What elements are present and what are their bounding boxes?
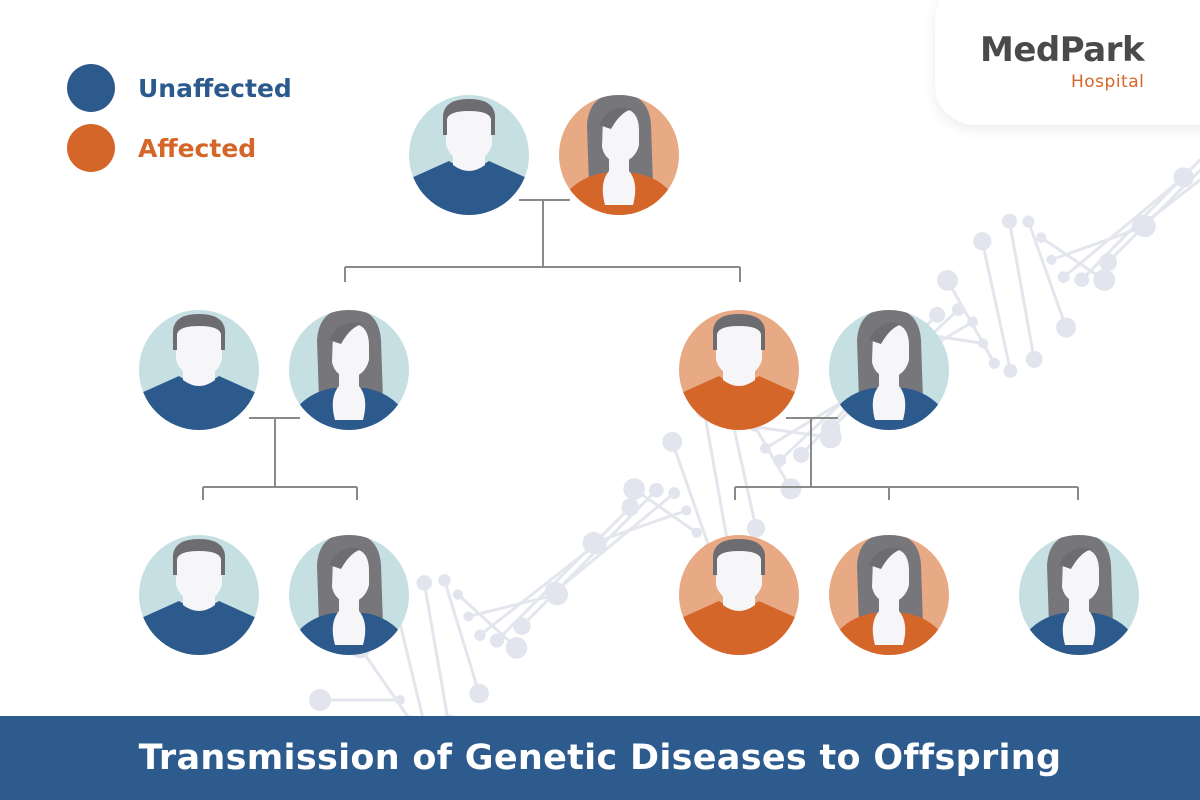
dna-rung xyxy=(1141,178,1200,227)
dna-node xyxy=(662,431,683,452)
dna-node xyxy=(544,581,565,602)
dna-node xyxy=(1003,364,1018,378)
male-unaffected-person-icon xyxy=(139,535,259,655)
dna-node xyxy=(623,478,646,500)
dna-rung xyxy=(553,491,676,593)
dna-rung xyxy=(456,593,518,650)
dna-node xyxy=(1057,271,1070,283)
dna-node xyxy=(513,617,531,635)
dna-node xyxy=(582,531,605,554)
dna-rung xyxy=(1040,236,1106,282)
dna-rung xyxy=(1007,220,1036,360)
dna-node xyxy=(681,505,692,516)
dna-rung xyxy=(1062,176,1185,279)
dna-rung xyxy=(443,579,481,695)
dna-node xyxy=(793,446,810,463)
dna-node xyxy=(821,419,841,439)
female-affected-person-icon xyxy=(829,535,949,655)
dna-node xyxy=(1131,214,1153,236)
dna-node xyxy=(309,689,331,711)
female-unaffected-person-icon xyxy=(1019,535,1139,655)
dna-rung xyxy=(1027,221,1068,329)
dna-node xyxy=(760,443,771,454)
female-affected-person-icon xyxy=(559,95,679,215)
dna-node xyxy=(505,637,528,659)
dna-node xyxy=(1036,232,1047,243)
dna-node xyxy=(649,482,664,498)
dna-node xyxy=(452,589,464,600)
dna-node xyxy=(469,683,489,704)
male-unaffected-person-icon xyxy=(139,310,259,430)
male-affected-person-icon xyxy=(679,310,799,430)
female-unaffected-person-icon xyxy=(289,535,409,655)
dna-node xyxy=(937,269,958,291)
dna-rung xyxy=(633,487,698,534)
logo-card xyxy=(935,0,1200,125)
female-unaffected-person-icon xyxy=(289,310,409,430)
dna-node xyxy=(474,629,486,641)
dna-node xyxy=(773,454,787,467)
dna-rung xyxy=(358,646,413,722)
dna-node xyxy=(780,478,802,500)
dna-rung xyxy=(467,592,558,618)
dna-node xyxy=(1074,272,1090,288)
dna-node xyxy=(1025,350,1043,368)
banner-title: Transmission of Genetic Diseases to Offs… xyxy=(138,738,1062,778)
dna-rung xyxy=(670,441,711,550)
dna-node xyxy=(1022,215,1035,228)
title-banner: Transmission of Genetic Diseases to Offs… xyxy=(0,716,1200,800)
dna-rung xyxy=(1106,168,1200,264)
dna-node xyxy=(489,633,505,648)
dna-node xyxy=(973,232,992,251)
dna-rung xyxy=(520,489,658,628)
female-unaffected-person-icon xyxy=(829,310,949,430)
dna-rung xyxy=(422,582,450,723)
dna-node xyxy=(1046,254,1057,265)
legend-unaffected-label: Unaffected xyxy=(138,73,292,103)
dna-node xyxy=(929,306,946,323)
dna-node xyxy=(746,519,766,538)
dna-rung xyxy=(702,409,731,549)
dna-node xyxy=(691,527,702,538)
dna-node xyxy=(438,574,451,587)
legend-unaffected-swatch xyxy=(67,64,115,112)
dna-node xyxy=(1093,269,1116,291)
dna-node xyxy=(1099,253,1117,272)
legend-affected-swatch xyxy=(67,124,115,172)
dna-node xyxy=(416,575,433,591)
male-affected-person-icon xyxy=(679,535,799,655)
legend-affected: Affected xyxy=(67,124,256,172)
logo-subtitle: Hospital xyxy=(1071,72,1145,92)
dna-node xyxy=(463,611,474,622)
dna-node xyxy=(1001,213,1017,229)
dna-node xyxy=(1056,317,1077,338)
legend-unaffected: Unaffected xyxy=(67,64,292,112)
dna-node xyxy=(988,357,1000,369)
logo-name: MedPark xyxy=(980,30,1145,70)
dna-node xyxy=(668,487,681,499)
male-unaffected-person-icon xyxy=(409,95,529,215)
legend-affected-label: Affected xyxy=(138,133,257,163)
dna-rung xyxy=(946,279,996,365)
dna-rung xyxy=(980,240,1012,372)
dna-rung xyxy=(394,605,428,732)
